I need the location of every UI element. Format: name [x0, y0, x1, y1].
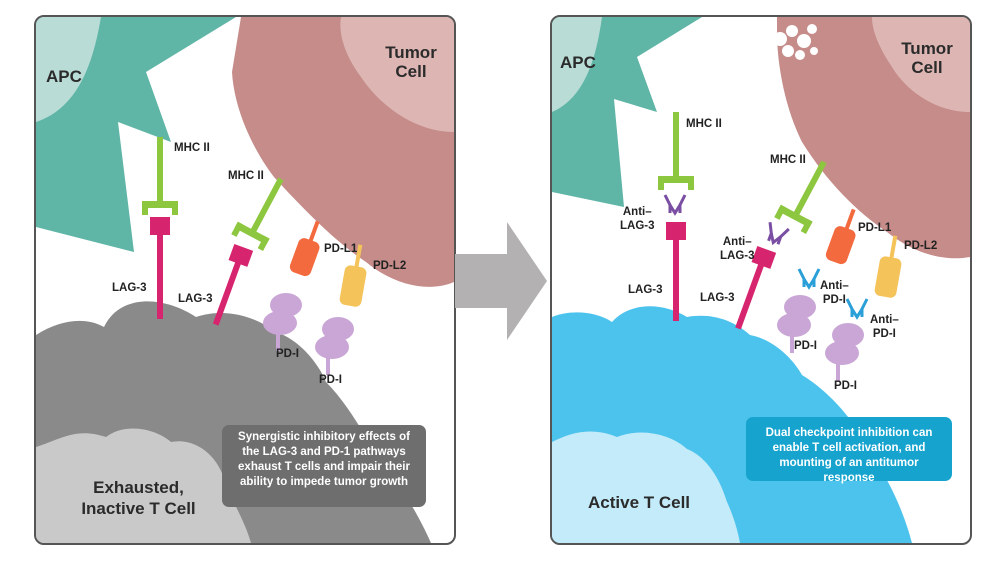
anti-lag-3-label-line2: LAG-3: [620, 220, 655, 232]
active-illustration: [552, 17, 970, 543]
mhc-ii-receptor-tumor: [774, 160, 827, 234]
anti-lag-3-antibody-2: [767, 222, 790, 246]
active-t-cell-highlight: [552, 431, 740, 543]
caption-box: Synergistic inhibitory effects of the LA…: [222, 425, 426, 507]
anti-lag-3-label-2-line1: Anti–: [722, 236, 752, 248]
tumor-label-line2: Cell: [395, 62, 427, 81]
mhc-ii-label: MHC II: [686, 118, 722, 130]
t-cell-label-line1: Exhausted,: [93, 478, 184, 497]
caption-line: ability to impede tumor growth: [239, 476, 409, 488]
pd-l1-ligand: [289, 220, 320, 277]
anti-pd-1-antibody-2: [845, 298, 869, 320]
anti-lag-3-antibody: [663, 194, 687, 216]
pd-1-receptor: [777, 295, 816, 353]
tumor-cell-label: Tumor Cell: [376, 43, 446, 81]
lag-3-receptor-angled: [735, 246, 777, 330]
exhausted-t-cell-highlight: [36, 428, 251, 543]
tumor-cell-label: Tumor Cell: [892, 39, 962, 77]
apc-cell: [36, 17, 236, 252]
apc-label: APC: [560, 53, 596, 72]
pd-1-label-2: PD-I: [319, 374, 342, 386]
anti-pd-1-label-2-line1: Anti–: [870, 314, 899, 326]
pd-l2-label: PD-L2: [904, 240, 938, 252]
lag-3-label-2: LAG-3: [178, 293, 213, 305]
caption-box: Dual checkpoint inhibition can enable T …: [746, 417, 952, 484]
pd-1-label: PD-I: [276, 348, 299, 360]
active-panel: APC Tumor Cell MHC II MHC II Anti– LAG-3…: [550, 15, 972, 545]
anti-pd-1-antibody: [797, 268, 821, 290]
caption-line: exhaust T cells and impair their: [238, 461, 410, 473]
pd-l1-label: PD-L1: [858, 222, 892, 234]
anti-pd-1-label-line1: Anti–: [820, 280, 849, 292]
anti-lag-3-label-2-line2: LAG-3: [720, 250, 755, 262]
pd-1-receptor: [263, 293, 302, 351]
pd-1-receptor-2: [315, 317, 354, 375]
mhc-ii-receptor: [658, 112, 694, 190]
caption-line: mounting of an antitumor response: [779, 457, 919, 484]
tumor-cell-highlight: [872, 17, 970, 112]
tumor-label-line2: Cell: [911, 58, 943, 77]
anti-pd-1-label-2-line2: PD-I: [872, 328, 896, 340]
caption-line: Dual checkpoint inhibition can: [765, 427, 933, 439]
tumor-debris: [770, 24, 818, 61]
apc-label: APC: [46, 67, 82, 86]
mhc-ii-receptor-tumor: [231, 177, 284, 251]
anti-pd-1-label-2: Anti– PD-I: [870, 313, 899, 341]
apc-cell-highlight: [36, 17, 101, 122]
pd-l1-ligand: [825, 208, 856, 265]
t-cell-label-line2: Inactive T Cell: [81, 499, 196, 518]
t-cell-label: Exhausted, Inactive T Cell: [56, 477, 221, 519]
anti-lag-3-label-line1: Anti–: [622, 206, 652, 218]
pd-1-receptor-2: [825, 323, 864, 381]
caption-line: enable T cell activation, and: [772, 442, 926, 454]
lag-3-receptor: [150, 217, 170, 319]
tumor-label-line1: Tumor: [385, 43, 437, 62]
tumor-label-line1: Tumor: [901, 39, 953, 58]
anti-pd-1-label: Anti– PD-I: [820, 279, 849, 307]
mhc-ii-receptor: [142, 137, 178, 215]
caption-line: the LAG-3 and PD-1 pathways: [242, 446, 406, 458]
pd-l2-label: PD-L2: [373, 260, 407, 272]
apc-cell-highlight: [552, 17, 602, 112]
pd-1-label-2: PD-I: [834, 380, 857, 392]
caption-line: Synergistic inhibitory effects of: [238, 431, 410, 443]
anti-lag-3-label-2: Anti– LAG-3: [720, 235, 755, 263]
pd-l1-label: PD-L1: [324, 243, 358, 255]
t-cell-label: Active T Cell: [588, 493, 691, 512]
tumor-cell-highlight: [340, 17, 454, 132]
mhc-ii-label: MHC II: [174, 142, 210, 154]
pd-l2-ligand: [874, 235, 902, 298]
pd-1-label: PD-I: [794, 340, 817, 352]
mhc-ii-label-2: MHC II: [228, 170, 264, 182]
lag-3-label: LAG-3: [628, 284, 663, 296]
anti-pd-1-label-line2: PD-I: [822, 294, 846, 306]
pd-l2-ligand: [339, 244, 367, 307]
anti-lag-3-label: Anti– LAG-3: [620, 205, 655, 233]
lag-3-label-2: LAG-3: [700, 292, 735, 304]
exhausted-panel: APC Tumor Cell MHC II MHC II LAG-3 LAG-3…: [34, 15, 456, 545]
lag-3-receptor: [666, 222, 686, 321]
lag-3-receptor-angled: [212, 244, 254, 326]
transition-arrow-icon: [455, 222, 547, 340]
lag-3-label: LAG-3: [112, 282, 147, 294]
mhc-ii-label-2: MHC II: [770, 154, 806, 166]
